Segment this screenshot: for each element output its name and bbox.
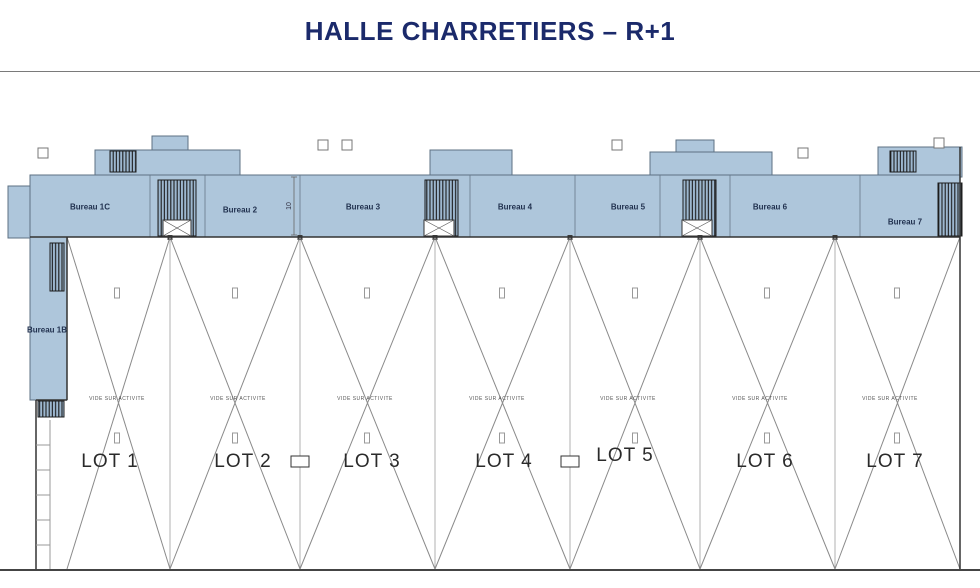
dimension-line: [291, 176, 297, 236]
bureau-label: Bureau 2: [222, 205, 258, 215]
bureau-label: Bureau 4: [497, 202, 533, 212]
lot-label: LOT 5: [596, 445, 654, 466]
void-bracing: [66, 236, 961, 570]
bureau-label: Bureau 3: [345, 202, 381, 212]
bureau-label: Bureau 1C: [69, 202, 111, 212]
lot-label: LOT 2: [214, 451, 272, 472]
page-title: HALLE CHARRETIERS – R+1: [304, 16, 676, 46]
dimension-label: 10: [286, 202, 293, 210]
bureau-label: Bureau 7: [887, 217, 923, 227]
lot-label: LOT 6: [736, 451, 794, 472]
roof-vents: [37, 137, 945, 159]
void-label: VIDE SUR ACTIVITE: [89, 396, 145, 402]
header-divider: [0, 71, 980, 72]
stairs: [37, 150, 963, 418]
void-label: VIDE SUR ACTIVITE: [469, 396, 525, 402]
void-label: VIDE SUR ACTIVITE: [862, 396, 918, 402]
void-label: VIDE SUR ACTIVITE: [210, 396, 266, 402]
lot-label: LOT 3: [343, 451, 401, 472]
void-label: VIDE SUR ACTIVITE: [337, 396, 393, 402]
hall-markers: [114, 287, 900, 444]
lot-label: LOT 4: [475, 451, 533, 472]
lot-label: LOT 1: [81, 451, 139, 472]
hall-openings: [290, 455, 580, 468]
void-label: VIDE SUR ACTIVITE: [600, 396, 656, 402]
band-partitions: [149, 175, 861, 237]
void-label: VIDE SUR ACTIVITE: [732, 396, 788, 402]
bureau-label: Bureau 6: [752, 202, 788, 212]
elevator-cross-icon: [162, 219, 713, 237]
column-grid: [169, 237, 836, 569]
bureau-label: Bureau 5: [610, 202, 646, 212]
lot-label: LOT 7: [866, 451, 924, 472]
walls: [30, 147, 961, 570]
bureau-label: Bureau 1B: [26, 325, 68, 335]
left-strip: [36, 420, 51, 569]
